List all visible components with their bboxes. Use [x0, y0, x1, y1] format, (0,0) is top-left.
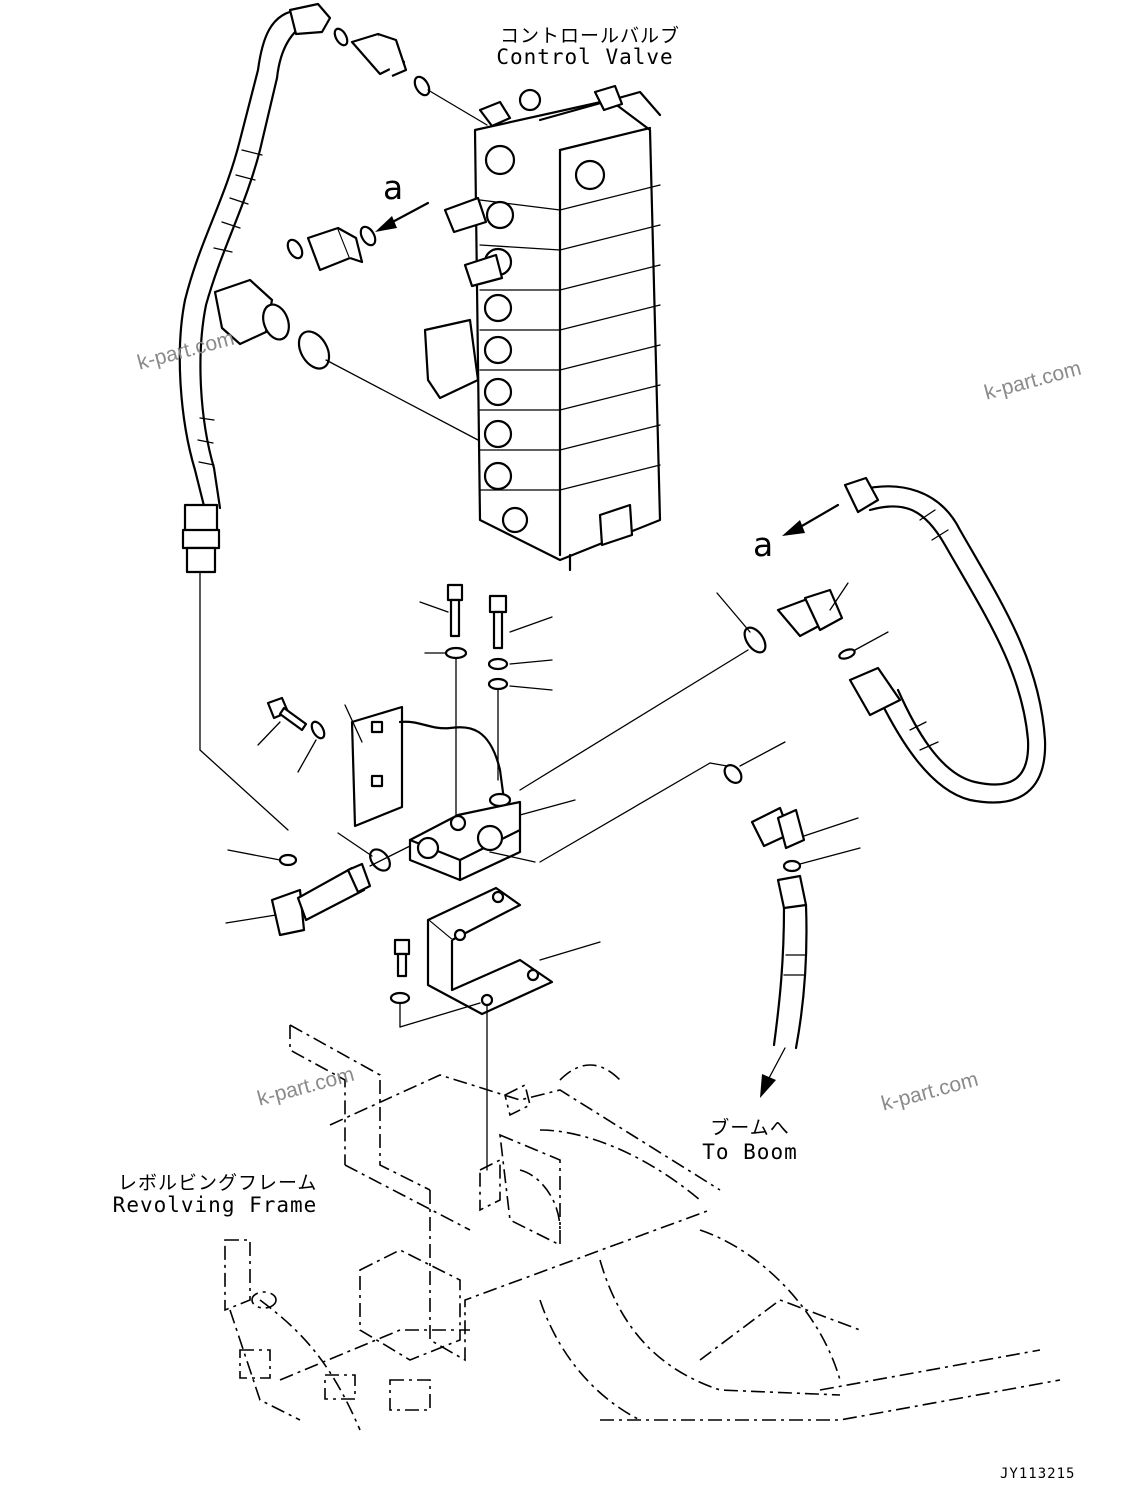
- manifold-block: [408, 799, 576, 882]
- right-hose: [782, 476, 1047, 804]
- left-hose: [178, 2, 332, 831]
- control-valve-label-en: Control Valve: [496, 45, 674, 69]
- left-elbow-fitting: [225, 832, 411, 937]
- upper-connectors: [213, 27, 488, 441]
- to-boom-label-jp: ブームへ: [710, 1117, 790, 1139]
- to-boom-label-en: To Boom: [702, 1140, 798, 1164]
- view-a-label-top: a: [383, 168, 404, 207]
- revolving-frame-label-jp: レボルビングフレーム: [118, 1172, 318, 1194]
- drawing-number: JY113215: [1000, 1466, 1076, 1482]
- revolving-frame: [224, 1024, 1061, 1431]
- control-valve: [423, 84, 662, 572]
- bolts-washers: [257, 583, 553, 816]
- right-fittings: [519, 582, 889, 1098]
- view-arrow-top: [375, 201, 430, 232]
- mounting-bracket: [389, 886, 601, 1171]
- revolving-frame-label-en: Revolving Frame: [112, 1193, 318, 1217]
- view-a-label-right: a: [753, 525, 774, 564]
- control-valve-label-jp: コントロールバルブ: [500, 25, 681, 47]
- sensor-bracket: [344, 704, 512, 828]
